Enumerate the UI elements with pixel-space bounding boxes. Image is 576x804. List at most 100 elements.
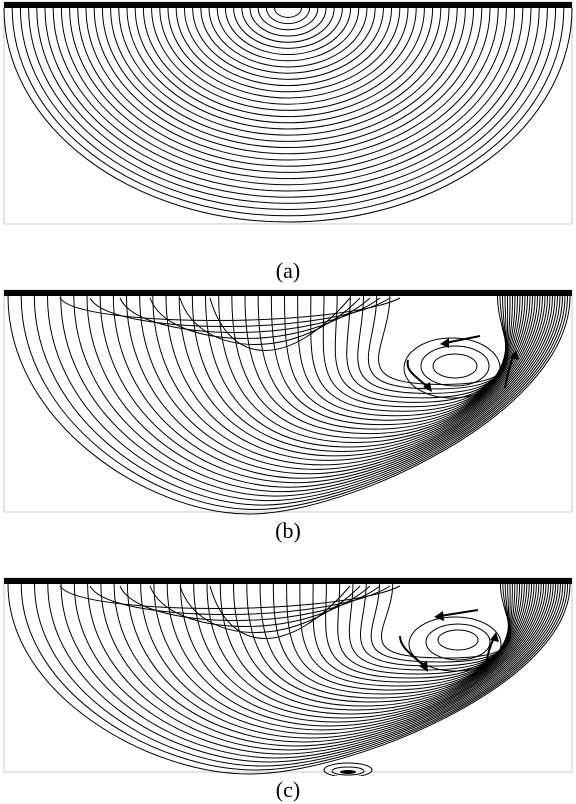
streamline	[11, 7, 565, 217]
panel-c-svg	[3, 577, 573, 776]
panel-c-flow-arrows	[399, 609, 499, 673]
streamline	[257, 295, 523, 430]
streamline	[77, 7, 499, 167]
streamline	[36, 7, 540, 198]
panel-c-top-wall	[4, 578, 572, 584]
streamline	[7, 295, 571, 515]
panel-c-streamlines	[7, 583, 571, 775]
streamline	[87, 583, 557, 751]
streamline	[139, 295, 546, 470]
streamline	[59, 585, 401, 609]
streamline	[179, 585, 361, 633]
streamline	[152, 295, 543, 466]
streamline	[113, 583, 552, 743]
caption-b: (b)	[275, 518, 301, 543]
streamline	[119, 585, 381, 621]
streamline	[20, 583, 569, 771]
arrow-icon	[419, 661, 428, 672]
streamline	[47, 295, 563, 502]
streamline	[149, 585, 371, 627]
streamline	[257, 7, 319, 31]
streamline	[126, 7, 450, 130]
streamline	[167, 7, 409, 99]
panel-a-svg	[3, 1, 573, 225]
streamline	[85, 7, 491, 161]
streamline	[159, 7, 417, 105]
streamline	[93, 7, 483, 155]
streamline	[69, 7, 507, 173]
streamline	[73, 583, 559, 755]
streamline	[241, 7, 335, 43]
streamline	[200, 7, 376, 74]
streamline	[249, 7, 327, 37]
arrow-icon	[490, 632, 499, 642]
streamline	[224, 7, 352, 56]
panel-c-streamline-plot	[0, 576, 576, 776]
streamline	[209, 297, 351, 351]
streamline	[216, 7, 360, 62]
streamline	[118, 7, 458, 136]
streamline	[233, 583, 530, 707]
panel-a-streamline-plot	[0, 0, 576, 230]
streamline	[208, 7, 368, 68]
streamline	[231, 295, 528, 439]
streamline	[381, 583, 511, 659]
streamline	[284, 295, 518, 421]
streamline	[126, 583, 549, 739]
streamline	[265, 7, 311, 25]
streamline	[20, 295, 568, 511]
arrow-icon	[440, 338, 449, 348]
streamline	[52, 7, 524, 186]
streamline	[142, 7, 434, 118]
streamline	[191, 295, 536, 452]
streamline	[153, 583, 545, 731]
streamline	[322, 295, 511, 408]
streamline	[233, 7, 343, 49]
streamline	[246, 583, 528, 703]
streamline	[60, 583, 561, 759]
panel-b-flow-arrows	[406, 335, 519, 392]
streamline	[60, 295, 561, 497]
streamline	[110, 7, 466, 142]
streamline	[166, 583, 542, 727]
arrow-icon	[423, 382, 432, 392]
panel-b-svg	[3, 289, 573, 515]
panel-a-streamlines	[3, 7, 573, 223]
streamline	[193, 583, 537, 719]
streamline	[47, 583, 564, 763]
streamline	[134, 7, 442, 124]
streamline	[286, 583, 521, 691]
streamline	[100, 583, 554, 747]
streamline	[165, 295, 541, 461]
panel-a-top-wall	[4, 2, 572, 8]
streamline	[28, 7, 548, 204]
arrow-icon	[439, 609, 479, 617]
panel-c-bottom-eddy	[323, 762, 373, 776]
streamline	[149, 297, 371, 339]
streamline	[178, 295, 538, 457]
streamline	[3, 7, 573, 223]
streamline	[270, 295, 521, 426]
panel-b-streamlines	[7, 295, 571, 515]
streamline	[73, 295, 558, 493]
streamline	[192, 7, 384, 80]
streamline	[33, 295, 566, 506]
streamline	[274, 7, 302, 18]
streamline	[34, 583, 566, 767]
streamline	[179, 297, 361, 345]
streamline	[44, 7, 532, 192]
streamline	[183, 7, 393, 87]
caption-c: (c)	[275, 777, 301, 802]
arrow-icon	[510, 350, 519, 360]
streamline	[299, 583, 518, 687]
arrow-icon	[399, 635, 425, 667]
arrow-icon	[434, 611, 444, 621]
streamline	[140, 583, 547, 735]
streamline	[175, 7, 401, 93]
streamline	[219, 583, 533, 711]
streamline	[7, 583, 571, 775]
streamline	[209, 585, 351, 639]
streamline	[357, 295, 507, 394]
panel-b-top-wall	[4, 290, 572, 296]
streamline	[86, 295, 556, 488]
